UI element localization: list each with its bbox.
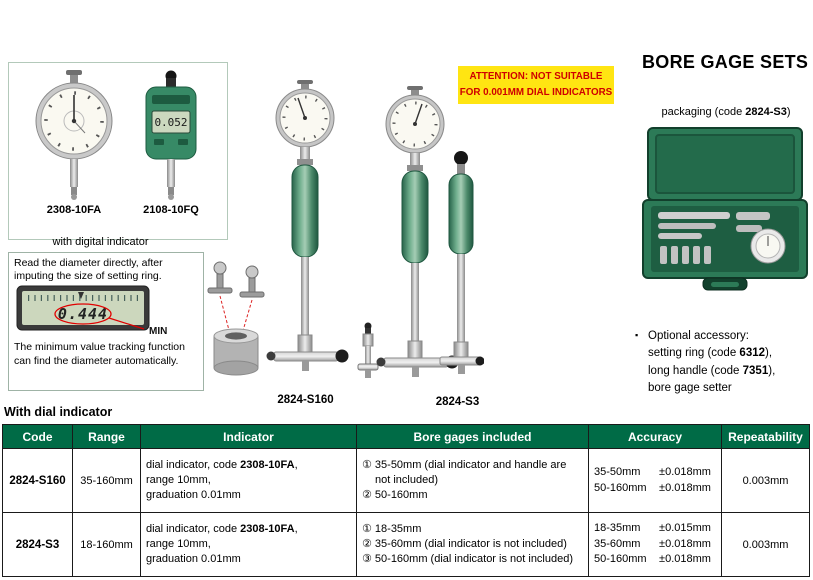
cell-bore-gages: ① 18-35mm ② 35-60mm (dial indicator is n…: [356, 512, 589, 577]
lcd-figure: 0.444 MIN: [16, 285, 199, 341]
digital-indicator-image: 0.052: [145, 70, 197, 200]
table-row-2824-s160: 2824-S160 35-160mm dial indicator, code …: [2, 448, 810, 513]
accessory-line-1: setting ring (code 6312),: [635, 345, 775, 362]
cell-code: 2824-S3: [2, 512, 73, 577]
accessory-line-2: long handle (code 7351),: [635, 363, 775, 380]
digital-display-image: 0.444 MIN: [16, 285, 167, 337]
packaging-prefix: packaging (code: [661, 106, 746, 118]
cell-repeatability: 0.003mm: [721, 512, 810, 577]
bore-gage-item: ② 50-160mm: [362, 488, 428, 501]
info-text-bottom: The minimum value tracking function can …: [14, 341, 185, 367]
digital-indicator-code: 2108-10FQ: [143, 204, 199, 216]
indicator-line-2: range 10mm,: [146, 474, 211, 487]
table-row-2824-s3: 2824-S3 18-160mm dial indicator, code 23…: [2, 512, 810, 577]
info-text-top: Read the diameter directly, after imputi…: [14, 257, 163, 283]
small-gage-head-image: [357, 322, 379, 378]
cell-range: 18-160mm: [72, 512, 141, 577]
col-header-bore-gages: Bore gages included: [356, 424, 589, 449]
page-title: BORE GAGE SETS: [642, 52, 809, 72]
product-code-2824-s3: 2824-S3: [435, 396, 480, 408]
digital-info-panel: Read the diameter directly, after imputi…: [8, 252, 204, 391]
accessory-line-2-suffix: ),: [768, 364, 776, 377]
col-header-accuracy: Accuracy: [588, 424, 722, 449]
cell-accuracy: 35-50mm±0.018mm 50-160mm±0.018mm: [588, 448, 722, 513]
packaging-case-image: [642, 127, 808, 291]
col-header-code: Code: [2, 424, 73, 449]
cell-accuracy: 18-35mm±0.015mm 35-60mm±0.018mm 50-160mm…: [588, 512, 722, 577]
accessory-line-2-code: 7351: [742, 364, 769, 377]
indicator-line-1: dial indicator, code 2308-10FA,: [146, 459, 298, 472]
indicator-line-3: graduation 0.01mm: [146, 488, 241, 501]
spare-probe-image: [439, 151, 484, 374]
accessory-title: Optional accessory:: [648, 330, 749, 342]
bore-gage-2824-s160-image: [266, 80, 349, 371]
col-header-range: Range: [72, 424, 141, 449]
table-header-row: Code Range Indicator Bore gages included…: [2, 424, 810, 449]
cell-repeatability: 0.003mm: [721, 448, 810, 513]
dial-indicators-panel: 2308-10FA 0.052 2108-10FQ: [8, 62, 228, 240]
indicator-line-1: dial indicator, code 2308-10FA,: [146, 523, 298, 536]
accuracy-item: 35-50mm±0.018mm: [594, 466, 711, 479]
cell-indicator: dial indicator, code 2308-10FA, range 10…: [140, 512, 357, 577]
digital-caption: with digital indicator: [52, 236, 149, 248]
accuracy-item: 50-160mm±0.018mm: [594, 553, 711, 566]
digital-lcd-value: 0.052: [154, 116, 187, 129]
bore-gage-item: ② 35-60mm (dial indicator is not include…: [362, 538, 567, 551]
accessory-line-1-code: 6312: [739, 347, 766, 360]
spec-table: Code Range Indicator Bore gages included…: [2, 424, 810, 577]
accessory-line-1-prefix: setting ring (code: [648, 347, 740, 360]
packaging-suffix: ): [786, 106, 791, 118]
min-label: MIN: [149, 326, 167, 337]
cell-code: 2824-S160: [2, 448, 73, 513]
accuracy-item: 18-35mm±0.015mm: [594, 522, 711, 535]
bore-gage-item: ① 35-50mm (dial indicator and handle are…: [362, 459, 567, 487]
accessory-line-2-prefix: long handle (code: [648, 364, 743, 377]
col-header-repeatability: Repeatability: [721, 424, 810, 449]
digital-indicator-figure: 0.052 2108-10FQ: [139, 69, 203, 216]
accessory-title-line: ▪ Optional accessory:: [635, 328, 775, 345]
bore-gage-item: ① 18-35mm: [362, 523, 422, 536]
attention-line-1: ATTENTION: NOT SUITABLE: [469, 70, 603, 82]
analog-indicator-code: 2308-10FA: [46, 204, 102, 216]
cell-indicator: dial indicator, code 2308-10FA, range 10…: [140, 448, 357, 513]
accuracy-item: 35-60mm±0.018mm: [594, 537, 711, 550]
accuracy-item: 50-160mm±0.018mm: [594, 481, 711, 494]
indicator-line-2: range 10mm,: [146, 538, 211, 551]
analog-dial-indicator-image: [35, 70, 113, 200]
lcd-value: 0.444: [58, 305, 108, 323]
cell-bore-gages: ① 35-50mm (dial indicator and handle are…: [356, 448, 589, 513]
cell-range: 35-160mm: [72, 448, 141, 513]
product-code-2824-s160: 2824-S160: [277, 394, 334, 406]
optional-accessory-note: ▪ Optional accessory: setting ring (code …: [635, 328, 775, 397]
accessory-line-1-suffix: ),: [765, 347, 773, 360]
col-header-indicator: Indicator: [140, 424, 357, 449]
analog-indicator-figure: 2308-10FA: [33, 69, 115, 216]
attention-note: ATTENTION: NOT SUITABLE FOR 0.001MM DIAL…: [458, 66, 614, 104]
attention-line-2: FOR 0.001MM DIAL INDICATORS: [459, 87, 613, 98]
setting-ring-illustration: [207, 261, 265, 376]
bullet-icon: ▪: [635, 330, 639, 340]
table-section-title: With dial indicator: [4, 405, 113, 419]
accessory-line-3: bore gage setter: [648, 381, 732, 394]
packaging-code: 2824-S3: [745, 106, 787, 118]
packaging-label: packaging (code 2824-S3): [640, 106, 812, 118]
indicator-line-3: graduation 0.01mm: [146, 552, 241, 565]
bore-gage-item: ③ 50-160mm (dial indicator is not includ…: [362, 552, 574, 565]
